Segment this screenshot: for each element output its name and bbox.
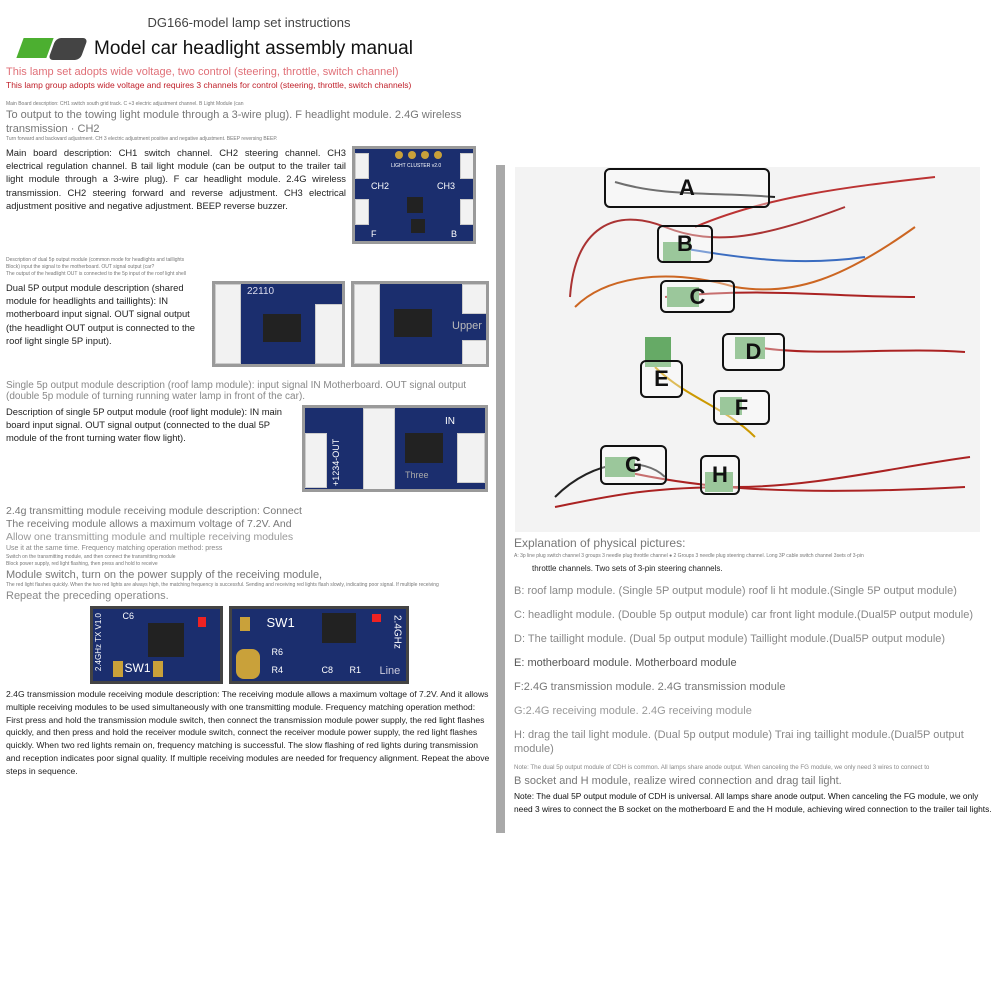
board-label: R1 bbox=[349, 665, 362, 675]
explanation-item-a: throttle channels. Two sets of 3-pin ste… bbox=[532, 564, 723, 573]
dual-module-image-1: 22110 bbox=[212, 281, 345, 367]
board-label: LIGHT CLUSTER v2.0 bbox=[391, 163, 442, 169]
overlay-text: Allow one transmitting module and multip… bbox=[6, 531, 294, 543]
overlay-text: Use it at the same time. Frequency match… bbox=[6, 545, 223, 552]
tiny-text: Note: The dual 5p output module of CDH i… bbox=[514, 764, 930, 771]
overlay-text: Module switch, turn on the power supply … bbox=[6, 569, 323, 581]
explanation-item-e: E: motherboard module. Motherboard modul… bbox=[514, 657, 737, 669]
board-label: R6 bbox=[271, 647, 284, 657]
tiny-text: The red light flashes quickly. When the … bbox=[6, 582, 439, 588]
main-board-image: LIGHT CLUSTER v2.0 CH2 CH3 F B bbox=[352, 146, 476, 244]
overlay-text: Repeat the preceding operations. bbox=[6, 590, 169, 602]
subtitle: DG166-model lamp set instructions bbox=[147, 15, 351, 30]
photo-label-g: G bbox=[600, 445, 667, 485]
photo-label-d: D bbox=[722, 333, 785, 371]
photo-label-f: F bbox=[713, 390, 770, 425]
board-label: 2.4GHz TX V1.0 bbox=[93, 613, 103, 672]
tiny-text: Switch on the transmitting module, and t… bbox=[6, 554, 176, 560]
tiny-text: The output of the headlight OUT is conne… bbox=[6, 271, 187, 277]
tiny-text: Description of dual 5p output module (co… bbox=[6, 257, 185, 263]
note-text: Note: The dual 5P output module of CDH i… bbox=[514, 791, 992, 814]
explanation-item-c: C: headlight module. (Double 5p output m… bbox=[514, 609, 974, 621]
red-line-1: This lamp set adopts wide voltage, two c… bbox=[6, 66, 399, 78]
board-label: Upper bbox=[452, 320, 482, 332]
tiny-text: Turn forward and backward adjustment. CH… bbox=[6, 136, 278, 142]
board-label: CH3 bbox=[437, 181, 456, 191]
tiny-text: Block) input the signal to the motherboa… bbox=[6, 264, 155, 270]
board-label: 2.4GHz bbox=[391, 615, 403, 649]
explanation-title: Explanation of physical pictures: bbox=[514, 536, 686, 550]
tiny-text: A: 3p line plug switch channel 3 groups … bbox=[514, 553, 864, 559]
overlay-text: To output to the towing light module thr… bbox=[6, 109, 462, 135]
overlay-text: 2.4g transmitting module receiving modul… bbox=[6, 505, 302, 517]
main-board-description: Main board description: CH1 switch chann… bbox=[6, 147, 346, 211]
board-label: C6 bbox=[122, 611, 135, 621]
board-label: Three bbox=[405, 470, 429, 480]
photo-label-a: A bbox=[604, 168, 770, 208]
watermark-logo-dark bbox=[47, 38, 89, 60]
tiny-text: Main Board description: CH1 switch south… bbox=[6, 101, 244, 107]
photo-label-e: E bbox=[640, 360, 683, 398]
board-label: B bbox=[451, 229, 458, 239]
board-label: R4 bbox=[271, 665, 284, 675]
product-photo bbox=[515, 167, 980, 532]
board-label: IN bbox=[445, 416, 455, 427]
single-module-image: +1234-OUT IN Three bbox=[302, 405, 488, 492]
board-label: F bbox=[371, 229, 377, 239]
wire-harness-drawing bbox=[554, 176, 971, 508]
board-label: SW1 bbox=[124, 661, 151, 675]
board-label: +1234-OUT bbox=[331, 438, 341, 486]
board-label: C8 bbox=[321, 665, 334, 675]
rf-module-description: 2.4G transmission module receiving modul… bbox=[6, 689, 490, 776]
red-line-2: This lamp group adopts wide voltage and … bbox=[6, 80, 412, 90]
overlay-text: B socket and H module, realize wired con… bbox=[514, 775, 842, 787]
tx-module-image: 2.4GHz TX V1.0 SW1 C6 bbox=[89, 606, 223, 684]
dual-module-image-2: Upper bbox=[351, 281, 489, 367]
explanation-item-f: F:2.4G transmission module. 2.4G transmi… bbox=[514, 681, 786, 693]
single-overlay-text: Single 5p output module description (roo… bbox=[6, 380, 467, 402]
explanation-item-h: H: drag the tail light module. (Dual 5p … bbox=[514, 729, 964, 755]
page-title: Model car headlight assembly manual bbox=[94, 38, 413, 59]
rx-module-image: SW1 2.4GHz Line R6 R4 C8 R1 bbox=[228, 606, 409, 684]
tiny-text: Block power supply, red light flashing, … bbox=[6, 561, 158, 567]
board-label: SW1 bbox=[266, 615, 295, 630]
overlay-text: The receiving module allows a maximum vo… bbox=[6, 518, 292, 530]
left-column: DG166-model lamp set instructions Model … bbox=[6, 14, 492, 778]
explanation-item-g: G:2.4G receiving module. 2.4G receiving … bbox=[514, 705, 752, 717]
watermark-logo bbox=[16, 38, 54, 58]
explanation-column: Explanation of physical pictures: A: 3p … bbox=[514, 536, 996, 816]
board-label: CH2 bbox=[371, 181, 390, 191]
dual-module-description: Dual 5P output module description (share… bbox=[6, 282, 196, 346]
column-divider bbox=[496, 165, 505, 833]
photo-label-h: H bbox=[700, 455, 740, 495]
explanation-item-b: B: roof lamp module. (Single 5P output m… bbox=[514, 585, 957, 597]
single-module-description: Description of single 5P output module (… bbox=[6, 406, 283, 444]
explanation-item-d: D: The taillight module. (Dual 5p output… bbox=[514, 633, 946, 645]
photo-label-c: C bbox=[660, 280, 735, 313]
photo-label-b: B bbox=[657, 225, 713, 263]
board-label: 22110 bbox=[247, 286, 275, 297]
board-label: Line bbox=[379, 665, 401, 677]
